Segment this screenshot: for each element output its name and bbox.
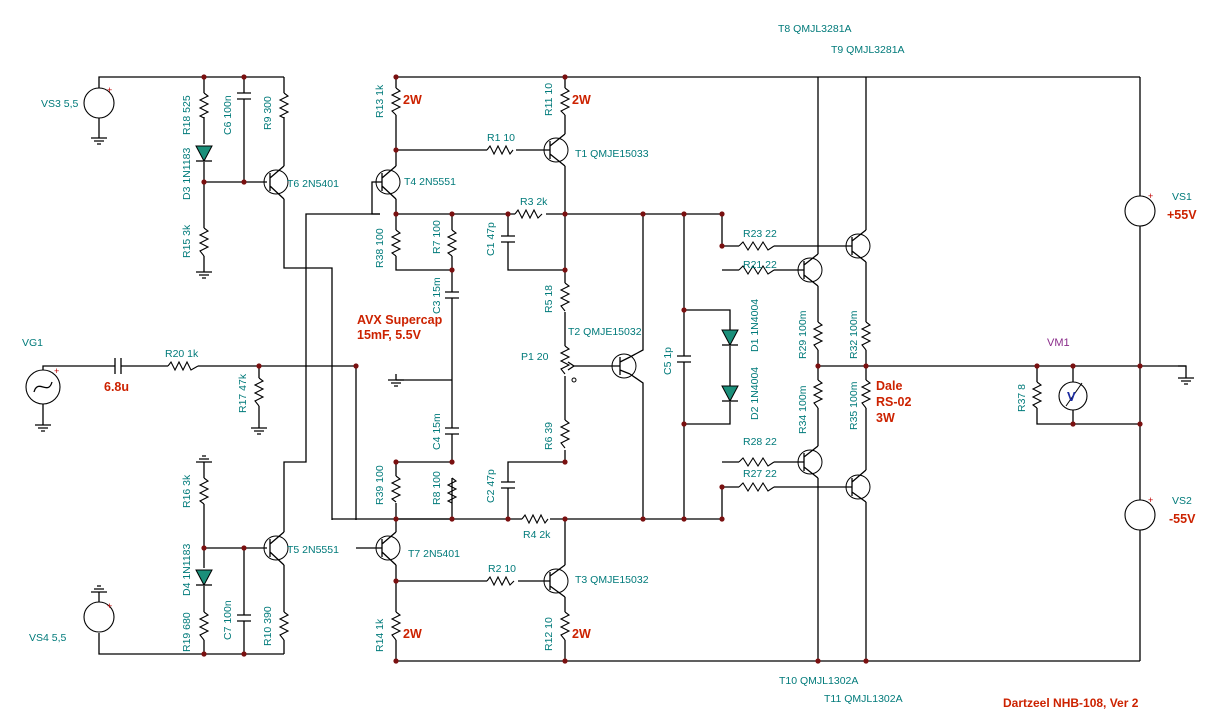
vs1-value: +55V bbox=[1167, 208, 1197, 222]
label-t6: T6 2N5401 bbox=[287, 178, 339, 190]
label-c1: C1 47p bbox=[485, 222, 497, 256]
label-r21: R21 22 bbox=[743, 259, 777, 271]
label-c6: C6 100n bbox=[222, 95, 234, 135]
label-c3: C3 15m bbox=[431, 277, 443, 314]
meter-symbol: V bbox=[1067, 389, 1076, 404]
note-dale-1: Dale bbox=[876, 379, 902, 393]
label-r29: R29 100m bbox=[797, 310, 809, 359]
capacitor-symbols bbox=[112, 92, 691, 640]
label-r5: R5 18 bbox=[543, 285, 555, 313]
label-r13: R13 1k bbox=[374, 84, 386, 118]
label-vs1: VS1 bbox=[1172, 191, 1192, 203]
note-2w-r12: 2W bbox=[572, 627, 591, 641]
diode-symbols bbox=[195, 145, 739, 587]
label-r37: R37 8 bbox=[1016, 384, 1028, 412]
label-p1: P1 20 bbox=[521, 351, 549, 363]
svg-text:+: + bbox=[1148, 495, 1153, 505]
label-vg1: VG1 bbox=[22, 337, 43, 349]
label-d2: D2 1N4004 bbox=[749, 367, 761, 420]
sources: + + + + + bbox=[25, 85, 1156, 633]
label-t4: T4 2N5551 bbox=[404, 176, 456, 188]
note-2w-r13: 2W bbox=[403, 93, 422, 107]
label-t3: T3 QMJE15032 bbox=[575, 574, 649, 586]
label-r6: R6 39 bbox=[543, 422, 555, 450]
component-labels: VS3 5,5 VS4 5,5 VS1 VS2 VG1 VM1 V R18 52… bbox=[22, 23, 1197, 710]
label-r19: R19 680 bbox=[181, 612, 193, 652]
label-r14: R14 1k bbox=[374, 618, 386, 652]
svg-text:+: + bbox=[107, 85, 112, 95]
label-r28: R28 22 bbox=[743, 436, 777, 448]
label-c5: C5 1p bbox=[662, 347, 674, 375]
ground-symbols bbox=[35, 137, 1194, 593]
label-c2: C2 47p bbox=[485, 469, 497, 503]
resistor-symbols bbox=[167, 87, 1043, 641]
label-r32: R32 100m bbox=[848, 310, 860, 359]
label-r10: R10 390 bbox=[262, 606, 274, 646]
label-c7: C7 100n bbox=[222, 600, 234, 640]
svg-text:+: + bbox=[107, 601, 112, 611]
label-r20: R20 1k bbox=[165, 348, 199, 360]
label-t11: T11 QMJL1302A bbox=[824, 693, 903, 705]
note-dale-3: 3W bbox=[876, 411, 895, 425]
label-t10: T10 QMJL1302A bbox=[779, 675, 858, 687]
label-r11: R11 10 bbox=[543, 83, 555, 116]
label-r15: R15 3k bbox=[181, 224, 193, 258]
label-r12: R12 10 bbox=[543, 617, 555, 651]
svg-text:+: + bbox=[54, 366, 59, 376]
label-t1: T1 QMJE15033 bbox=[575, 148, 649, 160]
label-t8: T8 QMJL3281A bbox=[778, 23, 852, 35]
label-r8: R8 100 bbox=[431, 471, 443, 505]
label-d3: D3 1N1183 bbox=[181, 147, 193, 200]
label-t2: T2 QMJE15032 bbox=[568, 326, 642, 338]
junctions bbox=[201, 74, 1143, 664]
label-r39: R39 100 bbox=[374, 465, 386, 505]
label-t9: T9 QMJL3281A bbox=[831, 44, 905, 56]
label-vs2: VS2 bbox=[1172, 495, 1192, 507]
vs2-value: -55V bbox=[1169, 512, 1196, 526]
label-r35: R35 100m bbox=[848, 381, 860, 430]
label-r34: R34 100m bbox=[797, 385, 809, 434]
label-r38: R38 100 bbox=[374, 228, 386, 268]
label-r17: R17 47k bbox=[237, 373, 249, 413]
label-t7: T7 2N5401 bbox=[408, 548, 460, 560]
label-d1: D1 1N4004 bbox=[749, 299, 761, 352]
label-t5: T5 2N5551 bbox=[287, 544, 339, 556]
label-r3: R3 2k bbox=[520, 196, 548, 208]
label-r7: R7 100 bbox=[431, 220, 443, 254]
label-r27: R27 22 bbox=[743, 468, 777, 480]
label-r16: R16 3k bbox=[181, 474, 193, 508]
note-supercap-2: 15mF, 5.5V bbox=[357, 328, 422, 342]
transistor-symbols bbox=[263, 133, 871, 598]
note-2w-r11: 2W bbox=[572, 93, 591, 107]
note-dale-2: RS-02 bbox=[876, 395, 911, 409]
note-supercap-1: AVX Supercap bbox=[357, 313, 443, 327]
label-r9: R9 300 bbox=[262, 96, 274, 130]
label-c4: C4 15m bbox=[431, 413, 443, 450]
note-2w-r14: 2W bbox=[403, 627, 422, 641]
label-r2: R2 10 bbox=[488, 563, 516, 575]
label-vm1: VM1 bbox=[1047, 337, 1070, 349]
label-r23: R23 22 bbox=[743, 228, 777, 240]
schematic-title: Dartzeel NHB-108, Ver 2 bbox=[1003, 696, 1139, 710]
label-r4: R4 2k bbox=[523, 529, 551, 541]
label-vs4: VS4 5,5 bbox=[29, 632, 67, 644]
label-c-in: 6.8u bbox=[104, 380, 129, 394]
label-d4: D4 1N1183 bbox=[181, 543, 193, 596]
label-r1: R1 10 bbox=[487, 132, 515, 144]
label-vs3: VS3 5,5 bbox=[41, 98, 79, 110]
label-r18: R18 525 bbox=[181, 95, 193, 135]
svg-text:+: + bbox=[1148, 191, 1153, 201]
